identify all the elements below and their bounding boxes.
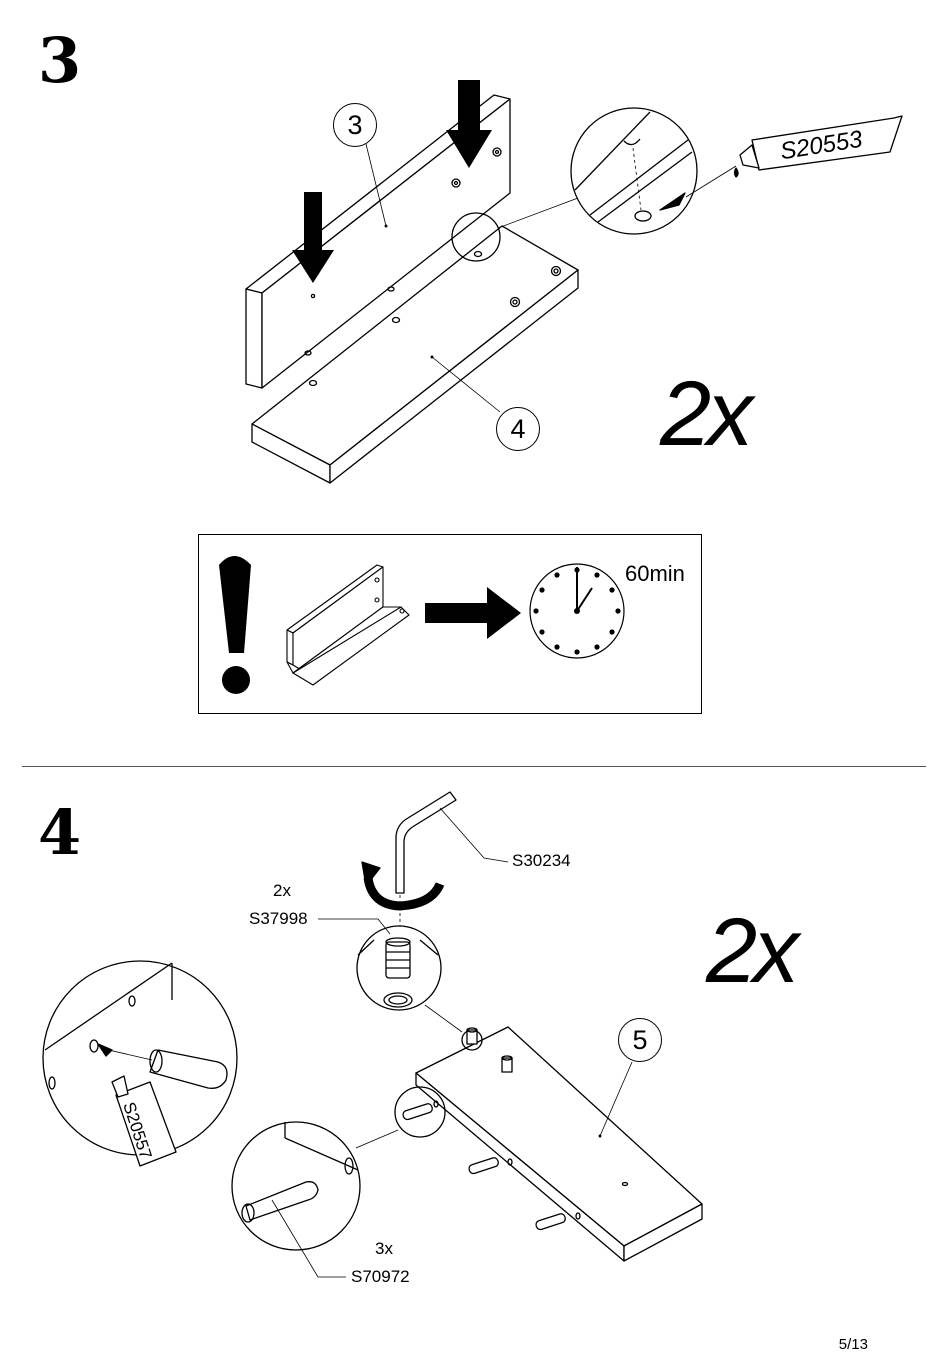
detail-marker-circle bbox=[451, 212, 501, 262]
arrow-right-icon bbox=[425, 587, 521, 639]
part-3-callout: 3 bbox=[333, 103, 377, 147]
hex-key-code-label: S30234 bbox=[512, 851, 571, 870]
drying-time-label: 60min bbox=[625, 561, 685, 586]
arrow-into-hole-icon bbox=[659, 192, 686, 211]
step-divider bbox=[22, 766, 926, 767]
glue-dowel-detail-circle bbox=[42, 960, 238, 1156]
glue-tube-icon bbox=[111, 1075, 177, 1167]
step-3-number: 3 bbox=[38, 24, 82, 97]
part-4-callout: 4 bbox=[496, 407, 540, 451]
rotate-arrow-icon bbox=[363, 877, 445, 911]
assembled-panels-icon bbox=[286, 564, 410, 686]
insert-quantity-label: 2x bbox=[273, 881, 291, 900]
dowel-icon bbox=[468, 1157, 566, 1231]
step-4-number: 4 bbox=[38, 796, 82, 869]
dowel-detail-circle bbox=[231, 1121, 361, 1251]
step-3-quantity: 2x bbox=[660, 363, 753, 465]
insert-code-label: S37998 bbox=[249, 909, 308, 928]
panel-4 bbox=[251, 225, 579, 484]
clock-icon bbox=[529, 563, 625, 659]
step-4-quantity: 2x bbox=[706, 900, 799, 1002]
glue-tube-icon bbox=[733, 115, 903, 178]
glue-detail-circle bbox=[570, 107, 698, 235]
dowel-code-label: S70972 bbox=[351, 1267, 410, 1286]
dowel-marker-circle bbox=[394, 1086, 446, 1138]
exclamation-icon bbox=[219, 556, 251, 694]
page-number: 5/13 bbox=[838, 1336, 868, 1353]
press-arrow-icon bbox=[292, 80, 492, 283]
part-5-callout: 5 bbox=[618, 1018, 662, 1062]
drying-time-notice: 60min bbox=[198, 534, 702, 714]
insert-detail-circle bbox=[356, 925, 442, 1011]
step-3-illustration bbox=[245, 80, 903, 484]
hex-key-icon bbox=[395, 791, 457, 894]
dowel-quantity-label: 3x bbox=[375, 1239, 393, 1258]
panel-5 bbox=[415, 1026, 703, 1262]
